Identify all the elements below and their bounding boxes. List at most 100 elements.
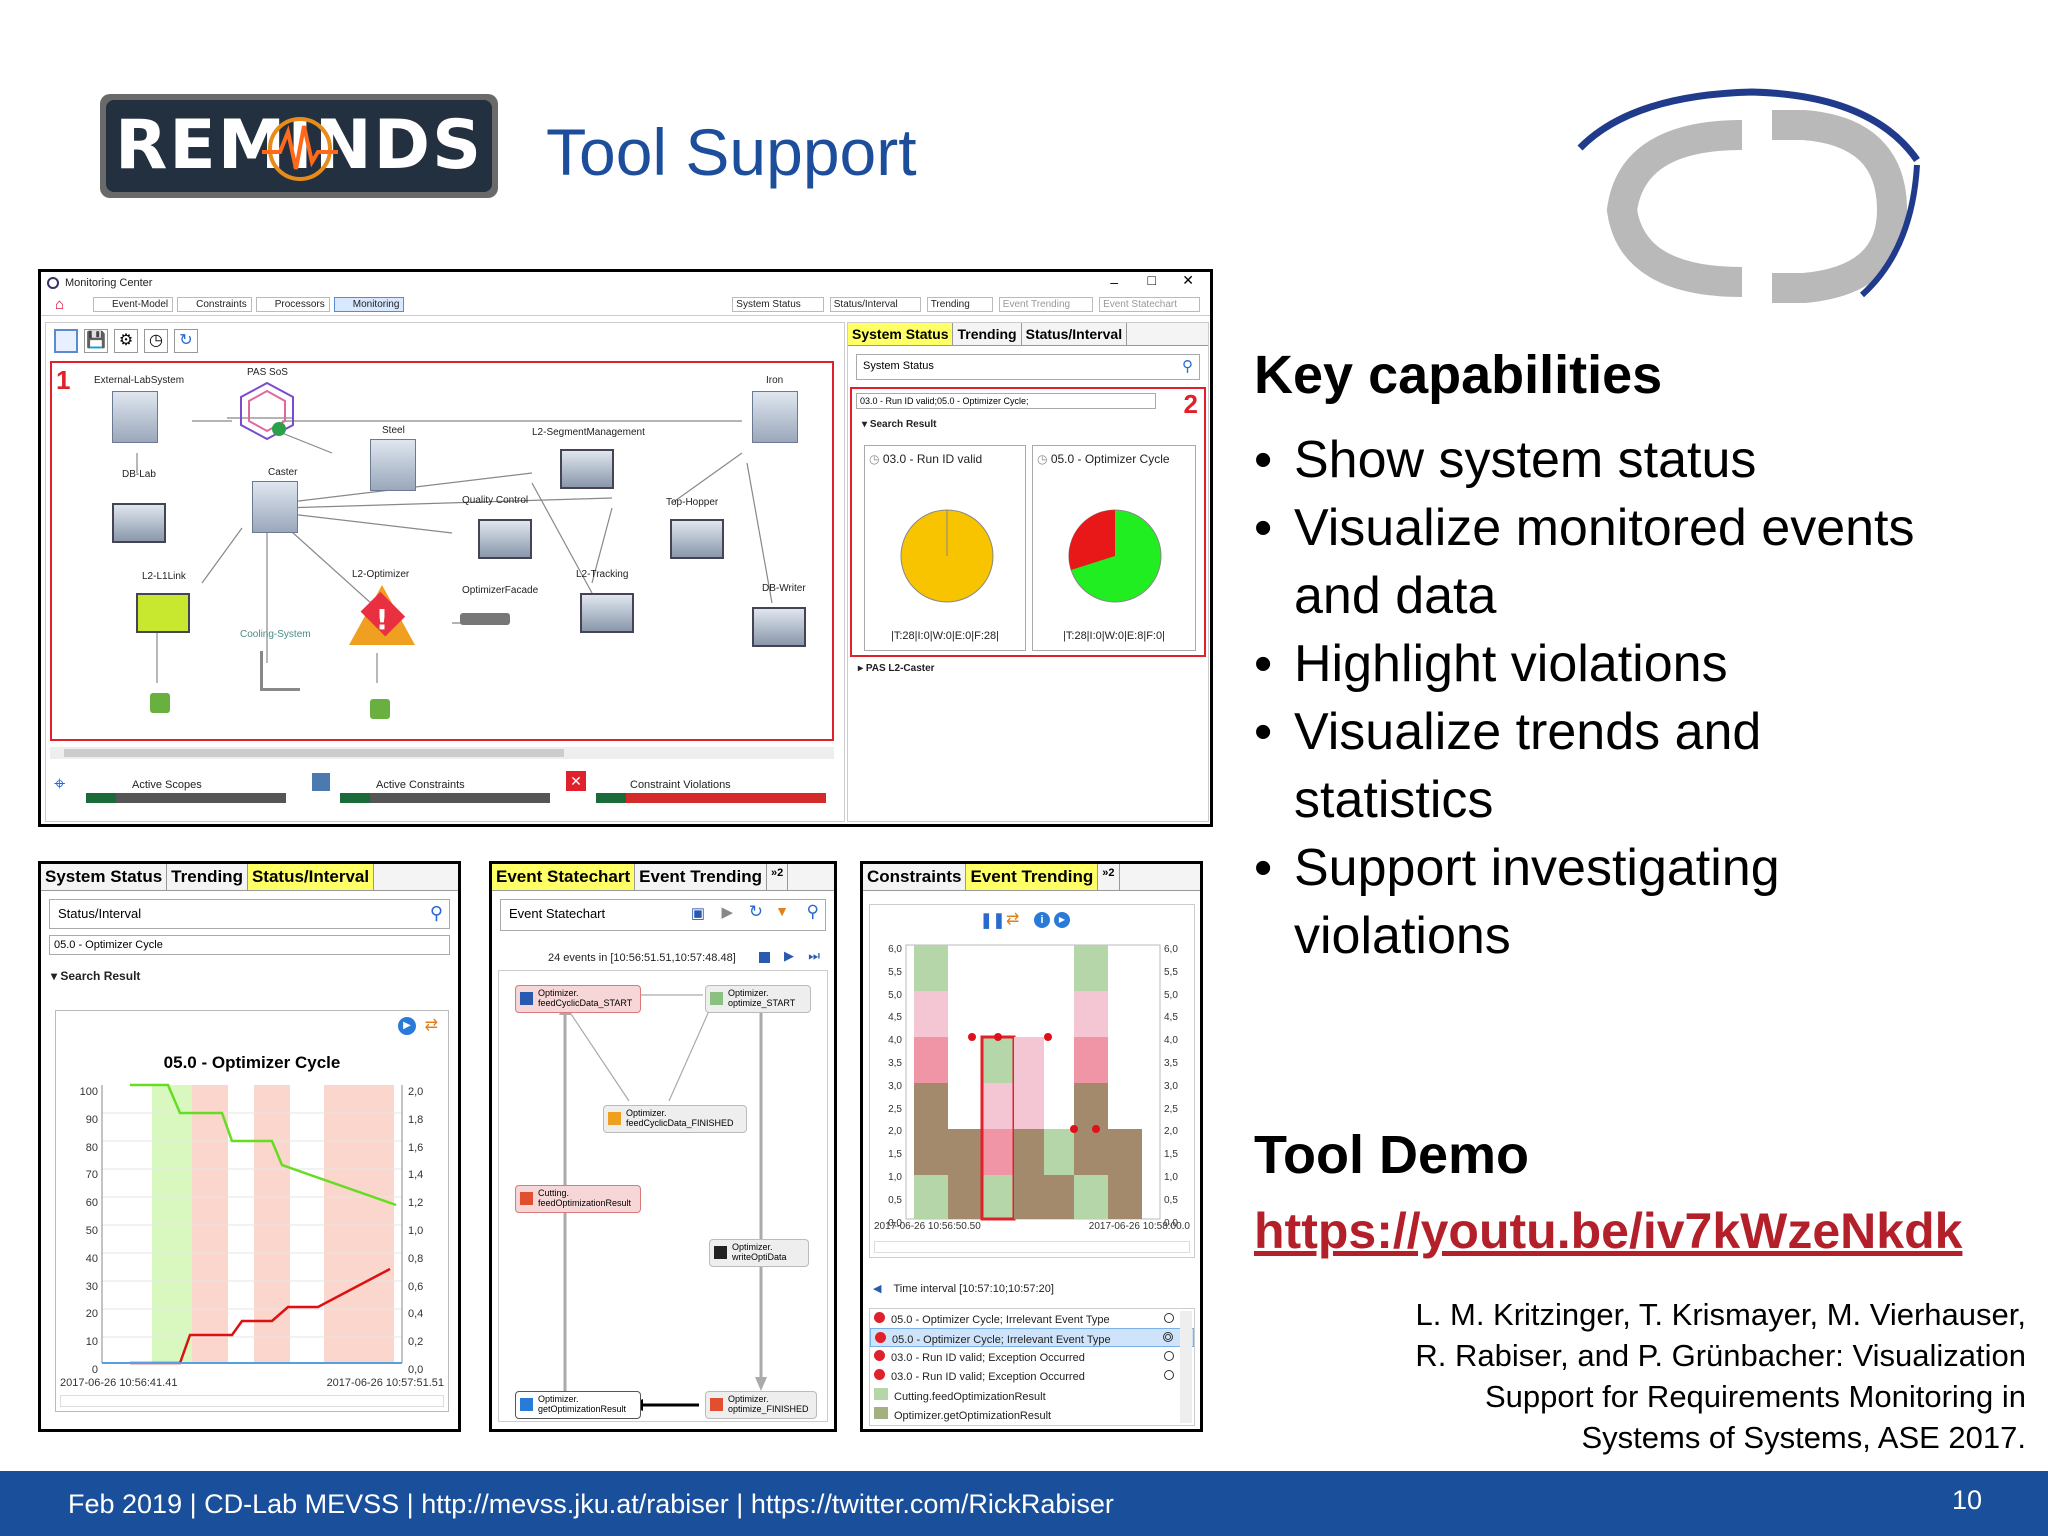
tab-status-interval[interactable]: Status/Interval: [1022, 323, 1128, 345]
filter-field[interactable]: 03.0 - Run ID valid;05.0 - Optimizer Cyc…: [856, 393, 1156, 409]
view-event-statechart[interactable]: Event Statechart: [1099, 297, 1200, 312]
nav-monitoring[interactable]: Monitoring: [333, 297, 405, 312]
refresh-icon[interactable]: ↻: [174, 329, 198, 353]
node-steel[interactable]: Steel: [382, 425, 405, 436]
close-button[interactable]: ✕: [1182, 272, 1194, 288]
tab-event-trending[interactable]: Event Trending: [966, 864, 1099, 890]
server-icon[interactable]: [112, 391, 158, 443]
view-status-interval[interactable]: Status/Interval: [829, 297, 921, 312]
node-l2-l1link[interactable]: L2-L1Link: [142, 571, 186, 582]
monitor-icon[interactable]: [112, 503, 166, 543]
node-external-lab[interactable]: External-LabSystem: [94, 375, 185, 386]
radio-button[interactable]: [1164, 1313, 1174, 1323]
node-quality[interactable]: Quality Control: [462, 495, 529, 506]
step-icon[interactable]: ▶: [784, 948, 794, 963]
node-pas-sos[interactable]: PAS SoS: [247, 367, 288, 378]
skip-end-icon[interactable]: ⏭: [808, 948, 820, 963]
status-card-run-id[interactable]: ◷ 03.0 - Run ID valid |T:28|I:0|W:0|E:0|…: [864, 445, 1026, 651]
tab-overflow[interactable]: »2: [1098, 864, 1120, 890]
list-item[interactable]: Cutting.feedOptimizationResult: [870, 1385, 1194, 1404]
monitor-icon[interactable]: [478, 519, 532, 559]
node-cooling[interactable]: Cooling-System: [240, 629, 311, 640]
folder-tree-icon[interactable]: [260, 651, 300, 691]
scope-icon[interactable]: [54, 329, 78, 353]
filter-lines-icon[interactable]: ⇄: [424, 1017, 438, 1034]
tab-status-interval[interactable]: Status/Interval: [247, 864, 375, 890]
pause-icon[interactable]: ❚❚: [980, 912, 1006, 929]
node-top-hopper[interactable]: Top-Hopper: [666, 497, 719, 508]
tab-trending[interactable]: Trending: [167, 864, 248, 890]
radio-button[interactable]: [1164, 1351, 1174, 1361]
gauge-icon[interactable]: ◷: [144, 329, 168, 353]
nav-event-model[interactable]: Event-Model: [93, 297, 174, 312]
nav-constraints[interactable]: Constraints: [177, 297, 252, 312]
state-node[interactable]: Optimizer.optimize_FINISHED: [705, 1391, 817, 1419]
nav-processors[interactable]: Processors: [255, 297, 330, 312]
view-event-trending[interactable]: Event Trending: [998, 297, 1094, 312]
node-l2-optimizer[interactable]: L2-Optimizer: [352, 569, 410, 580]
list-item[interactable]: Optimizer.getOptimizationResult: [870, 1404, 1194, 1423]
list-scrollbar[interactable]: [1180, 1311, 1192, 1423]
status-card-optimizer[interactable]: ◷ 05.0 - Optimizer Cycle |T:28|I:0|W:0|E…: [1032, 445, 1196, 651]
list-item[interactable]: 03.0 - Run ID valid; Exception Occurred: [870, 1347, 1194, 1366]
tab-event-statechart[interactable]: Event Statechart: [492, 864, 636, 890]
radio-button[interactable]: [1164, 1370, 1174, 1380]
list-item[interactable]: 05.0 - Optimizer Cycle; Irrelevant Event…: [870, 1328, 1194, 1347]
state-node[interactable]: Optimizer.optimize_START: [705, 985, 811, 1013]
tab-system-status[interactable]: System Status: [848, 323, 954, 345]
chart-scrollbar[interactable]: [60, 1395, 444, 1407]
view-trending[interactable]: Trending: [926, 297, 993, 312]
chart-scrollbar[interactable]: [874, 1241, 1190, 1253]
state-node[interactable]: Optimizer.getOptimizationResult: [515, 1391, 641, 1419]
tab-overflow[interactable]: »2: [767, 864, 789, 890]
play-icon[interactable]: ▶: [1054, 912, 1070, 928]
monitor-icon[interactable]: [136, 593, 190, 633]
node-caster[interactable]: Caster: [268, 467, 298, 478]
warning-icon[interactable]: !: [347, 583, 417, 647]
demo-link[interactable]: https://youtu.be/iv7kWzeNkdk: [1254, 1203, 1963, 1259]
monitor-icon[interactable]: [752, 607, 806, 647]
node-iron[interactable]: Iron: [766, 375, 784, 386]
list-item[interactable]: 03.0 - Run ID valid; Exception Occurred: [870, 1366, 1194, 1385]
server-icon[interactable]: [370, 439, 416, 491]
gear-icon[interactable]: ⚙: [114, 329, 138, 353]
search-icon[interactable]: ⚲: [429, 903, 443, 923]
refresh-icon[interactable]: ↻: [748, 902, 763, 921]
minimize-button[interactable]: –: [1110, 274, 1118, 290]
stop-icon[interactable]: [759, 952, 770, 963]
maximize-button[interactable]: □: [1147, 272, 1156, 288]
sos-hexagon-icon[interactable]: [237, 381, 297, 441]
view-system-status[interactable]: System Status: [732, 297, 824, 312]
info-icon[interactable]: i: [1034, 912, 1050, 928]
node-l2-tracking[interactable]: L2-Tracking: [576, 569, 629, 580]
node-optimizer-facade[interactable]: OptimizerFacade: [462, 585, 539, 596]
state-node[interactable]: Optimizer.feedCyclicData_START: [515, 985, 641, 1013]
tab-constraints[interactable]: Constraints: [863, 864, 967, 890]
plugin-icon[interactable]: [370, 699, 390, 719]
filter-field[interactable]: 05.0 - Optimizer Cycle: [49, 935, 450, 955]
node-db-writer[interactable]: DB-Writer: [762, 583, 806, 594]
funnel-icon[interactable]: ▼: [775, 903, 789, 919]
state-node[interactable]: Optimizer.feedCyclicData_FINISHED: [603, 1105, 747, 1133]
search-icon[interactable]: ⚲: [806, 902, 819, 921]
plugin-icon[interactable]: [150, 693, 170, 713]
play-icon[interactable]: ▶: [721, 904, 733, 921]
node-db-lab[interactable]: DB-Lab: [122, 469, 156, 480]
tab-event-trending[interactable]: Event Trending: [635, 864, 767, 890]
diagram-scrollbar[interactable]: [50, 747, 834, 759]
server-icon[interactable]: [752, 391, 798, 443]
save-icon[interactable]: 💾: [84, 329, 108, 353]
state-node[interactable]: Cutting.feedOptimizationResult: [515, 1185, 641, 1213]
node-l2-segment[interactable]: L2-SegmentManagement: [532, 427, 645, 438]
tab-trending[interactable]: Trending: [953, 323, 1022, 345]
home-icon[interactable]: ⌂: [55, 296, 65, 313]
monitor-icon[interactable]: [670, 519, 724, 559]
tab-system-status[interactable]: System Status: [41, 864, 168, 890]
connector-icon[interactable]: [460, 613, 510, 625]
back-arrow-icon[interactable]: ◀: [873, 1283, 882, 1295]
play-icon[interactable]: ▶: [398, 1017, 416, 1035]
pas-caster-node[interactable]: ▸ PAS L2-Caster: [858, 663, 935, 674]
list-item[interactable]: 05.0 - Optimizer Cycle; Irrelevant Event…: [870, 1309, 1194, 1328]
monitor-icon[interactable]: ▣: [690, 905, 705, 922]
state-node[interactable]: Optimizer.writeOptiData: [709, 1239, 809, 1267]
